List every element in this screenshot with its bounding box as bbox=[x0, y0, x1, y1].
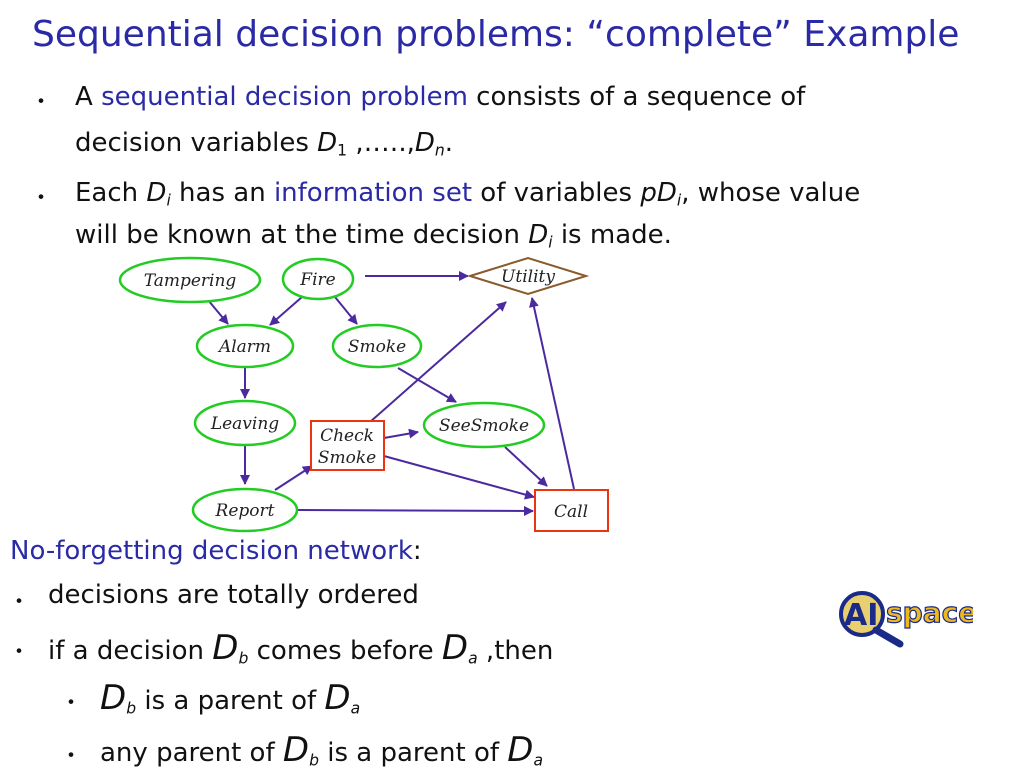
node-report bbox=[191, 487, 299, 533]
text: : bbox=[412, 536, 422, 566]
label-check: Check bbox=[320, 426, 374, 446]
bullet-dot: ・ bbox=[60, 691, 83, 716]
text: any parent of bbox=[100, 738, 283, 768]
logo-space-text: space bbox=[886, 596, 973, 629]
logo-ai-text: AI bbox=[844, 598, 878, 633]
aispace-logo: AI space bbox=[839, 591, 973, 648]
var-d: D bbox=[414, 128, 435, 158]
subscript: n bbox=[434, 141, 445, 160]
magnifier-lens bbox=[839, 591, 885, 637]
subscript: i bbox=[548, 233, 553, 252]
text: has an bbox=[170, 178, 274, 208]
node-check-smoke bbox=[310, 420, 385, 471]
arc-checksmoke-utility bbox=[369, 301, 507, 423]
label-report: Report bbox=[215, 501, 275, 521]
arc-fire-smoke bbox=[334, 296, 358, 325]
subscript: 1 bbox=[337, 141, 348, 160]
text: is a parent of bbox=[318, 738, 508, 768]
text: of variables bbox=[472, 178, 641, 208]
bullet-dot: ・ bbox=[60, 744, 83, 769]
subscript: a bbox=[468, 649, 478, 668]
node-seesmoke bbox=[422, 401, 546, 449]
item-totally-ordered: decisions are totally ordered bbox=[48, 580, 419, 610]
var-d: D bbox=[441, 628, 469, 668]
label-smoke: Smoke bbox=[348, 337, 406, 357]
var-d: D bbox=[146, 178, 167, 208]
bullet-2-line-1: Each Di has an information set of variab… bbox=[75, 178, 860, 210]
subitem-any-parent: any parent of Db is a parent of Da bbox=[100, 730, 543, 771]
subscript: b bbox=[126, 699, 137, 718]
item-decision-order: if a decision Db comes before Da ,then bbox=[48, 628, 553, 669]
label-fire: Fire bbox=[299, 270, 335, 290]
arc-report-call bbox=[297, 505, 534, 516]
node-smoke bbox=[331, 323, 423, 369]
subscript: b bbox=[238, 649, 249, 668]
var-d: D bbox=[324, 678, 351, 718]
var-d: D bbox=[282, 730, 310, 770]
bullet-dot: ・ bbox=[8, 590, 31, 615]
node-tampering bbox=[118, 256, 262, 304]
label-seesmoke: SeeSmoke bbox=[439, 416, 529, 436]
arc-checksmoke-seesmoke bbox=[383, 428, 419, 439]
bullet-dot: ・ bbox=[8, 640, 31, 665]
text: will be known at the time decision bbox=[75, 220, 529, 250]
bullet-dot: ・ bbox=[30, 90, 53, 115]
bullet-1-line-2: decision variables D1 ,‥‥.,Dn. bbox=[75, 128, 453, 160]
label-leaving: Leaving bbox=[210, 414, 279, 434]
node-leaving bbox=[193, 399, 297, 447]
arc-fire-alarm bbox=[269, 296, 303, 326]
text: . bbox=[444, 128, 454, 158]
arc-tampering-alarm bbox=[207, 299, 229, 325]
node-call bbox=[534, 489, 609, 532]
magnifier-handle bbox=[872, 626, 904, 648]
text: is made. bbox=[552, 220, 672, 250]
text: Each bbox=[75, 178, 147, 208]
var-d: D bbox=[528, 220, 549, 250]
label-tampering: Tampering bbox=[144, 271, 237, 291]
arc-checksmoke-call bbox=[383, 455, 535, 500]
text: consists of a sequence of bbox=[467, 82, 806, 112]
text: A bbox=[75, 82, 102, 112]
subscript: b bbox=[309, 751, 319, 770]
text: ,‥‥., bbox=[347, 128, 415, 158]
node-alarm bbox=[195, 323, 295, 369]
subscript: a bbox=[350, 699, 361, 718]
label-utility: Utility bbox=[501, 267, 555, 287]
text: is a parent of bbox=[136, 686, 325, 716]
var-d: D bbox=[100, 678, 127, 718]
bullet-dot: ・ bbox=[30, 186, 53, 211]
var-d: D bbox=[317, 128, 338, 158]
node-utility bbox=[466, 256, 590, 296]
arc-call-utility bbox=[529, 297, 575, 490]
arc-smoke-seesmoke bbox=[397, 367, 457, 403]
text: if a decision bbox=[48, 636, 213, 666]
term-sequential-decision-problem: sequential decision problem bbox=[101, 82, 468, 112]
label-check-smoke: Smoke bbox=[318, 448, 376, 468]
text: decision variables bbox=[75, 128, 318, 158]
arc-report-checksmoke bbox=[274, 465, 313, 491]
arc-seesmoke-call bbox=[504, 446, 548, 487]
term-no-forgetting: No-forgetting decision network bbox=[10, 536, 413, 566]
no-forgetting-heading: No-forgetting decision network: bbox=[10, 536, 422, 567]
bullet-2-line-2: will be known at the time decision Di is… bbox=[75, 220, 672, 252]
label-alarm: Alarm bbox=[217, 337, 271, 357]
text: ,then bbox=[477, 636, 554, 666]
page-title: Sequential decision problems: “complete”… bbox=[32, 14, 960, 55]
term-information-set: information set bbox=[273, 178, 473, 208]
var-d: D bbox=[212, 628, 239, 668]
var-d: D bbox=[507, 730, 534, 770]
subscript: i bbox=[166, 191, 171, 210]
subscript: a bbox=[533, 751, 544, 770]
text: comes before bbox=[248, 636, 442, 666]
var-pd: pD bbox=[640, 178, 677, 208]
node-fire bbox=[281, 257, 355, 301]
label-call: Call bbox=[554, 502, 588, 522]
text: , whose value bbox=[681, 178, 861, 208]
subscript: i bbox=[676, 191, 682, 210]
bullet-1-line-1: A sequential decision problem consists o… bbox=[75, 82, 805, 113]
subitem-parent: Db is a parent of Da bbox=[100, 678, 360, 719]
